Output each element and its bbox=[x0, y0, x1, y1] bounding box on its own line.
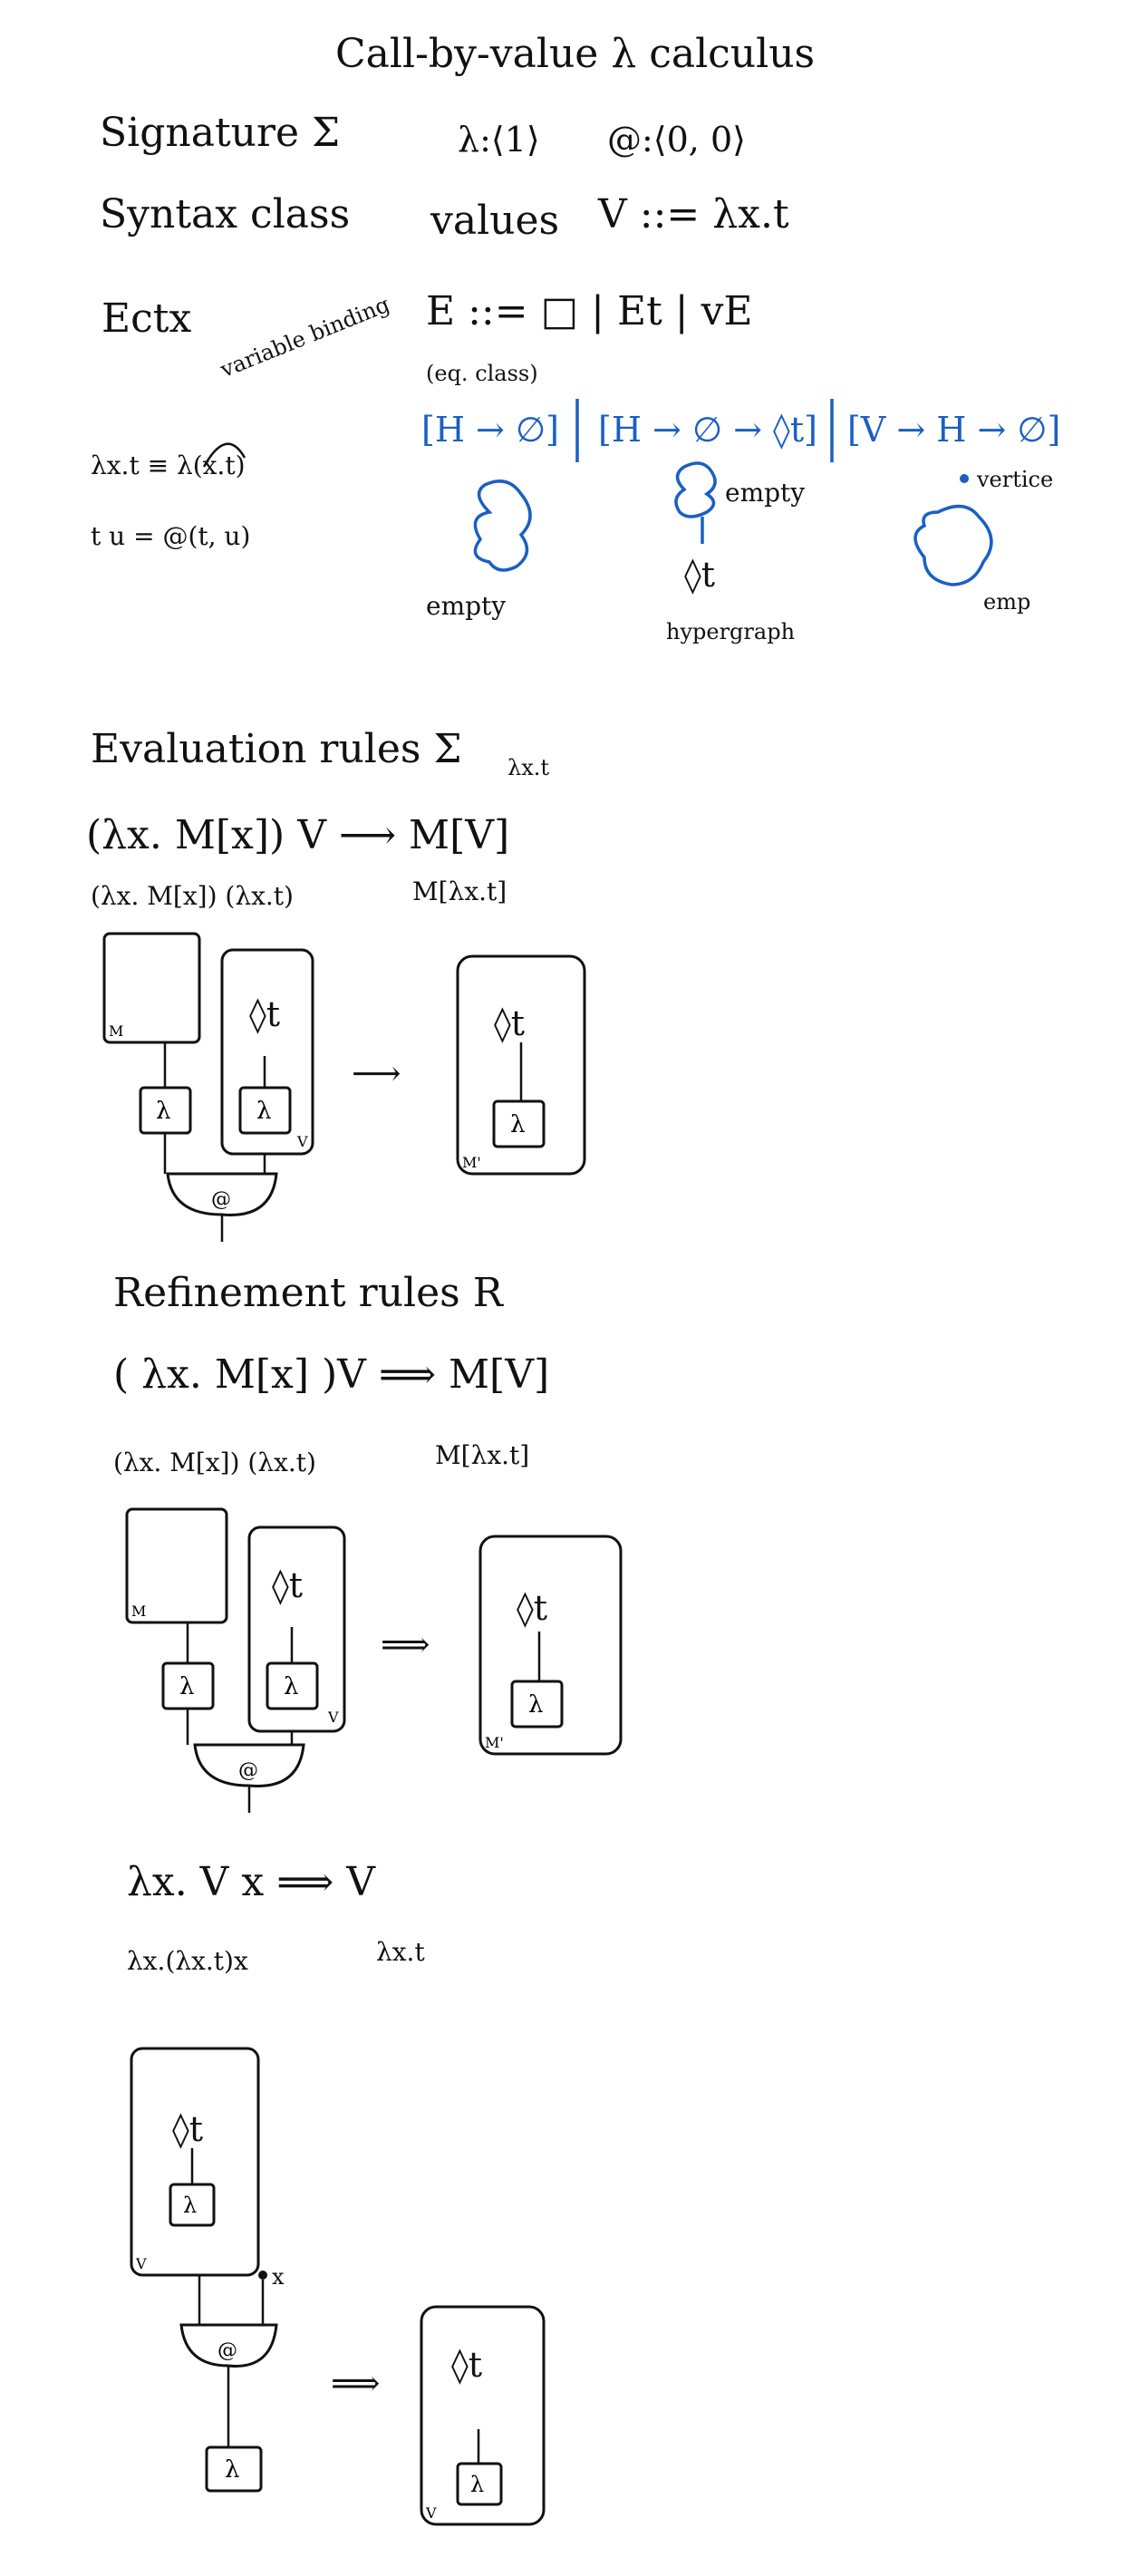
eval-rhs-box bbox=[456, 954, 586, 1176]
eval-lambda-1: λ bbox=[156, 1098, 170, 1125]
eval-rhs-M-label: M' bbox=[462, 1154, 481, 1171]
hypergraph-note: hypergraph bbox=[666, 619, 796, 644]
vertice-dot bbox=[960, 474, 969, 483]
eta-app-label: @ bbox=[217, 2339, 237, 2362]
evaluation-rule: (λx. M[x]) V ⟶ M[V] bbox=[86, 812, 510, 858]
eq-class-note: (eq. class) bbox=[426, 361, 538, 386]
eta-lhs-lambda-node bbox=[205, 2445, 263, 2493]
evaluation-lhs-instance: (λx. M[x]) (λx.t) bbox=[91, 881, 294, 911]
eval-rhs-diamond-t: ◊t bbox=[494, 1003, 526, 1043]
eta-lhs-diamond-t: ◊t bbox=[172, 2109, 204, 2149]
ref-lambda-2: λ bbox=[284, 1673, 298, 1700]
empty-scribble-1 bbox=[473, 479, 532, 572]
values-word: values bbox=[430, 198, 560, 244]
refinement-rhs-instance: M[λx.t] bbox=[435, 1440, 530, 1470]
eta-x-vertex bbox=[258, 2271, 267, 2280]
eta-rhs-box bbox=[420, 2305, 546, 2526]
emp-note: emp bbox=[983, 589, 1031, 615]
eta-V-label: V bbox=[135, 2255, 147, 2272]
eta-rhs-instance: λx.t bbox=[376, 1937, 425, 1967]
ref-lhs-diamond-t: ◊t bbox=[272, 1565, 304, 1605]
binding-arc bbox=[202, 442, 246, 468]
empty-note-1: empty bbox=[426, 591, 507, 621]
evaluation-rhs-instance: M[λx.t] bbox=[412, 876, 507, 906]
ref-rhs-diamond-t: ◊t bbox=[517, 1588, 548, 1628]
eq-class-3: [V → H → ∅] bbox=[847, 410, 1061, 450]
eval-M-label: M bbox=[109, 1022, 123, 1040]
eval-rhs-lambda-node bbox=[492, 1099, 546, 1148]
ref-V-box bbox=[247, 1525, 346, 1733]
refinement-arrow: ⟹ bbox=[381, 1624, 430, 1664]
ref-V-label: V bbox=[327, 1709, 339, 1726]
ref-rhs-M-label: M' bbox=[485, 1734, 504, 1751]
eta-rhs-lambda: λ bbox=[470, 2472, 484, 2497]
vertice-note: vertice bbox=[977, 467, 1054, 492]
eta-rule: λx. V x ⟹ V bbox=[127, 1859, 376, 1905]
eta-arrow: ⟹ bbox=[331, 2363, 381, 2403]
lambda-definition: λx.t ≡ λ(x.t) bbox=[91, 450, 246, 480]
diamond-t-label: ◊t bbox=[684, 555, 716, 595]
eta-lhs-lambda: λ bbox=[225, 2456, 239, 2484]
ref-app-label: @ bbox=[238, 1759, 258, 1782]
values-definition: V ::= λx.t bbox=[598, 191, 789, 237]
eval-lambda-2: λ bbox=[256, 1098, 271, 1125]
signature-lambda: λ:⟨1⟩ bbox=[458, 120, 540, 160]
ref-M-box bbox=[125, 1507, 228, 1624]
eta-lhs-inner-lambda: λ bbox=[183, 2193, 197, 2218]
ref-rhs-box bbox=[478, 1535, 623, 1756]
ectx-definition: E ::= □ | Et | vE bbox=[426, 288, 753, 334]
ref-rhs-lambda: λ bbox=[528, 1691, 543, 1719]
page-title: Call-by-value λ calculus bbox=[335, 31, 816, 77]
eval-rhs-lambda: λ bbox=[510, 1111, 525, 1138]
eta-lhs-instance: λx.(λx.t)x bbox=[127, 1946, 248, 1976]
app-definition: t u = @(t, u) bbox=[91, 521, 251, 551]
evaluation-arrow: ⟶ bbox=[352, 1053, 401, 1093]
eta-V-box bbox=[130, 2047, 260, 2277]
signature-label: Signature Σ bbox=[100, 110, 341, 156]
ref-rhs-lambda-node bbox=[510, 1680, 564, 1729]
eq-class-2: [H → ∅ → ◊t] bbox=[598, 410, 817, 450]
syntax-class-label: Syntax class bbox=[100, 191, 351, 237]
empty-note-2: empty bbox=[725, 478, 806, 508]
empty-scribble-2 bbox=[674, 461, 717, 518]
eval-V-box bbox=[220, 948, 314, 1156]
eval-V-label: V bbox=[296, 1133, 308, 1150]
eq-class-1: [H → ∅] bbox=[421, 410, 559, 450]
refinement-lhs-instance: (λx. M[x]) (λx.t) bbox=[113, 1448, 316, 1477]
eta-x-label: x bbox=[272, 2264, 285, 2290]
eta-rhs-V-label: V bbox=[425, 2504, 437, 2522]
signature-app: @:⟨0, 0⟩ bbox=[607, 120, 746, 160]
eval-M-box bbox=[102, 932, 201, 1044]
eval-lhs-diamond-t: ◊t bbox=[249, 994, 281, 1034]
ref-M-label: M bbox=[131, 1603, 146, 1620]
eval-app-label: @ bbox=[211, 1188, 231, 1211]
refinement-heading: Refinement rules R bbox=[113, 1270, 503, 1316]
emp-scribble bbox=[913, 504, 993, 586]
refinement-rule: ( λx. M[x] )V ⟹ M[V] bbox=[113, 1351, 550, 1398]
ectx-label: Ectx bbox=[101, 295, 192, 342]
eta-lhs-inner-lambda-node bbox=[169, 2183, 216, 2227]
eta-rhs-diamond-t: ◊t bbox=[451, 2345, 483, 2385]
ref-lambda-1: λ bbox=[179, 1673, 194, 1700]
evaluation-over-v: λx.t bbox=[507, 755, 550, 780]
evaluation-heading: Evaluation rules Σ bbox=[91, 726, 462, 772]
eta-rhs-lambda-node bbox=[456, 2462, 503, 2506]
